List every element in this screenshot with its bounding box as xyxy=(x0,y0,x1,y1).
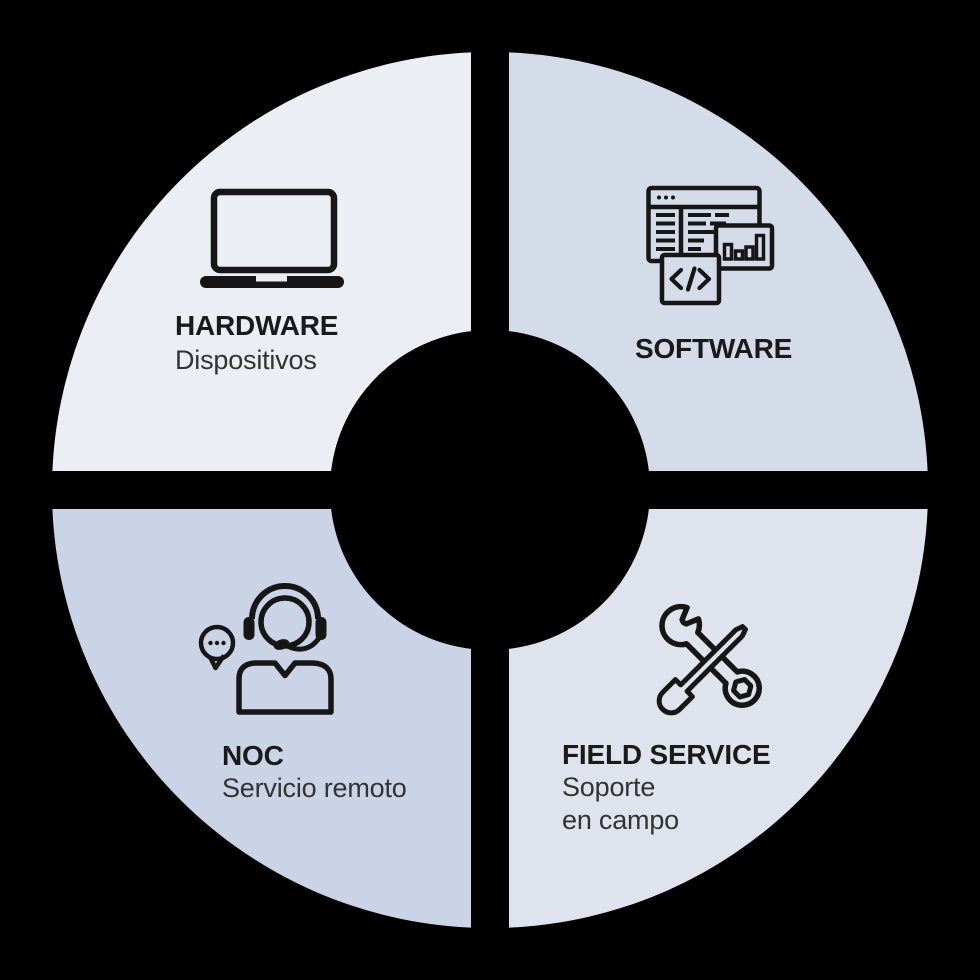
software-windows-icon xyxy=(646,185,775,306)
segment-field-service xyxy=(509,509,928,928)
support-agent-headset-icon xyxy=(198,583,334,715)
mic-boom xyxy=(285,636,322,652)
speech-bubble-icon xyxy=(198,624,236,671)
mic xyxy=(273,639,290,650)
noc-subtitle: Servicio remoto xyxy=(222,773,407,803)
bar-chart-subwindow xyxy=(713,223,775,271)
field-service-subtitle-line2: en campo xyxy=(562,805,679,835)
noc-title: NOC xyxy=(222,740,284,771)
laptop-icon xyxy=(200,188,344,288)
wrench-screwdriver-icon xyxy=(656,603,762,716)
screwdriver xyxy=(656,624,748,716)
code-subwindow xyxy=(659,252,722,306)
segment-noc xyxy=(52,509,472,928)
headset-band xyxy=(249,583,321,620)
field-service-title: FIELD SERVICE xyxy=(562,739,771,770)
segment-hardware xyxy=(52,52,472,472)
hex-nut xyxy=(731,677,754,700)
hardware-subtitle: Dispositivos xyxy=(175,345,317,375)
software-title: SOFTWARE xyxy=(635,333,793,364)
agent-body xyxy=(236,660,334,715)
hardware-title: HARDWARE xyxy=(175,310,339,341)
field-service-subtitle-line1: Soporte xyxy=(562,772,656,802)
